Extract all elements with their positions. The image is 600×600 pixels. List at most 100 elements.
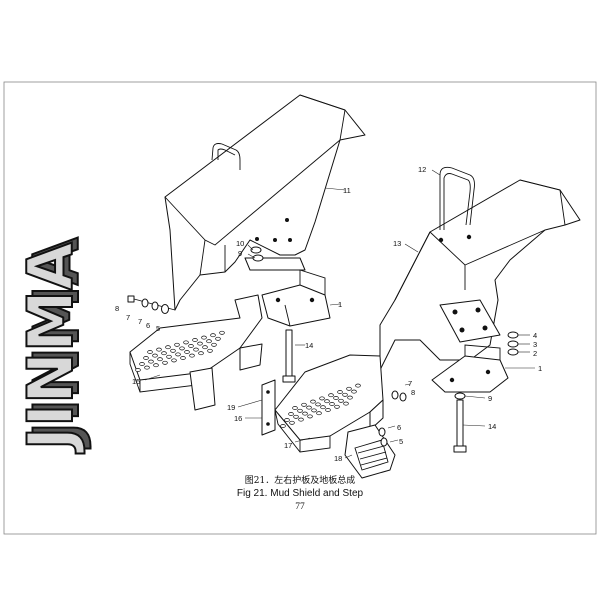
perforation-hole xyxy=(202,345,208,350)
perforation-hole xyxy=(197,341,203,346)
perforation-hole xyxy=(174,342,180,347)
perforation-hole xyxy=(156,347,162,352)
perforation-hole xyxy=(211,342,217,347)
callout-9-upper: 9 xyxy=(238,249,242,258)
perforation-hole xyxy=(148,359,154,364)
perforation-hole xyxy=(297,408,303,413)
bolt-set-step xyxy=(378,427,388,447)
perforation-hole xyxy=(210,333,216,338)
perforation-hole xyxy=(147,350,153,354)
callout-3: 3 xyxy=(533,340,537,349)
right-step-holes xyxy=(280,383,361,428)
perforation-hole xyxy=(355,383,361,388)
perforation-hole xyxy=(333,396,339,400)
callout-19: 19 xyxy=(227,403,235,412)
perforation-hole xyxy=(175,352,181,357)
perforation-hole xyxy=(311,408,317,413)
perforation-hole xyxy=(157,357,163,362)
left-mud-shield xyxy=(164,94,366,311)
callout-13: 13 xyxy=(393,239,401,248)
perforation-hole xyxy=(183,340,189,345)
step-bracket-16 xyxy=(261,379,276,436)
perforation-hole xyxy=(170,348,176,353)
perforation-hole xyxy=(161,351,167,356)
perforation-hole xyxy=(319,396,325,401)
perforation-hole xyxy=(337,390,343,394)
callout-labels: 11 10 9 1 14 12 13 4 3 2 1 9 14 8 7 7 6 … xyxy=(115,165,542,463)
callout-6-right: 6 xyxy=(397,423,401,432)
perforation-hole xyxy=(302,411,308,416)
logo-shadow: JINMA xyxy=(20,237,93,449)
callout-7-left-b: 7 xyxy=(138,317,142,326)
perforation-hole xyxy=(166,354,172,359)
perforation-hole xyxy=(346,386,352,391)
right-mud-shield xyxy=(379,166,581,371)
perforation-hole xyxy=(180,356,186,360)
callout-17: 17 xyxy=(284,441,292,450)
perforation-hole xyxy=(206,339,212,344)
perforation-hole xyxy=(347,395,353,400)
perforation-hole xyxy=(301,402,307,407)
bolt-set-right xyxy=(391,390,407,402)
washer-stack-right xyxy=(507,331,519,356)
perforation-hole xyxy=(179,346,185,351)
perforation-hole xyxy=(171,358,177,363)
callout-10: 10 xyxy=(236,239,244,248)
callout-8-left: 8 xyxy=(115,304,119,313)
figure-caption-chinese: 图21．左右护板及地板总成 xyxy=(244,476,356,486)
callout-2: 2 xyxy=(533,349,537,358)
page-border xyxy=(3,81,597,535)
perforation-hole xyxy=(198,351,204,356)
perforation-hole xyxy=(152,353,158,358)
perforation-hole xyxy=(306,405,312,410)
callout-14-left: 14 xyxy=(305,341,313,350)
perforation-hole xyxy=(188,344,194,348)
perforation-hole xyxy=(207,348,213,353)
bolt-14-left xyxy=(282,329,296,383)
perforation-hole xyxy=(325,408,331,412)
bolt-set-left xyxy=(127,295,176,314)
bolt-14-right xyxy=(453,399,467,453)
perforation-hole xyxy=(324,399,330,404)
perforation-hole xyxy=(189,353,195,358)
perforation-hole xyxy=(280,424,286,428)
perforation-hole xyxy=(153,363,159,368)
callout-9-right: 9 xyxy=(488,394,492,403)
left-step-holes xyxy=(135,330,225,372)
callout-16: 16 xyxy=(234,414,242,423)
perforation-hole xyxy=(288,412,294,416)
perforation-hole xyxy=(329,402,335,406)
perforation-hole xyxy=(201,335,207,340)
perforation-hole xyxy=(351,389,357,394)
perforation-hole xyxy=(192,338,198,342)
ladder-step-18 xyxy=(344,424,396,479)
perforation-hole xyxy=(310,399,316,404)
perforation-hole xyxy=(298,417,304,422)
callout-7-right: 7 xyxy=(408,379,412,388)
perforation-hole xyxy=(219,330,225,335)
perforation-hole xyxy=(292,406,298,410)
perforation-hole xyxy=(293,414,299,419)
jinma-logo: JINMA JINMA xyxy=(13,236,94,455)
page-number: 77 xyxy=(295,502,305,512)
perforation-hole xyxy=(342,392,348,397)
perforation-hole xyxy=(307,414,313,419)
perforation-hole xyxy=(165,345,171,350)
washer-9-right xyxy=(454,392,466,400)
perforation-hole xyxy=(184,350,190,354)
perforation-hole xyxy=(162,360,168,365)
callout-12: 12 xyxy=(418,165,426,174)
logo-text: JINMA xyxy=(14,242,87,454)
perforation-hole xyxy=(316,411,322,416)
perforation-hole xyxy=(328,393,334,398)
callout-1-left: 1 xyxy=(338,300,342,309)
perforation-hole xyxy=(284,418,290,422)
perforation-hole xyxy=(320,405,326,410)
perforation-hole xyxy=(139,362,145,366)
perforation-hole xyxy=(334,404,340,409)
bracket-plate-left xyxy=(261,269,331,327)
callout-1-right: 1 xyxy=(538,364,542,373)
callout-18: 18 xyxy=(334,454,342,463)
